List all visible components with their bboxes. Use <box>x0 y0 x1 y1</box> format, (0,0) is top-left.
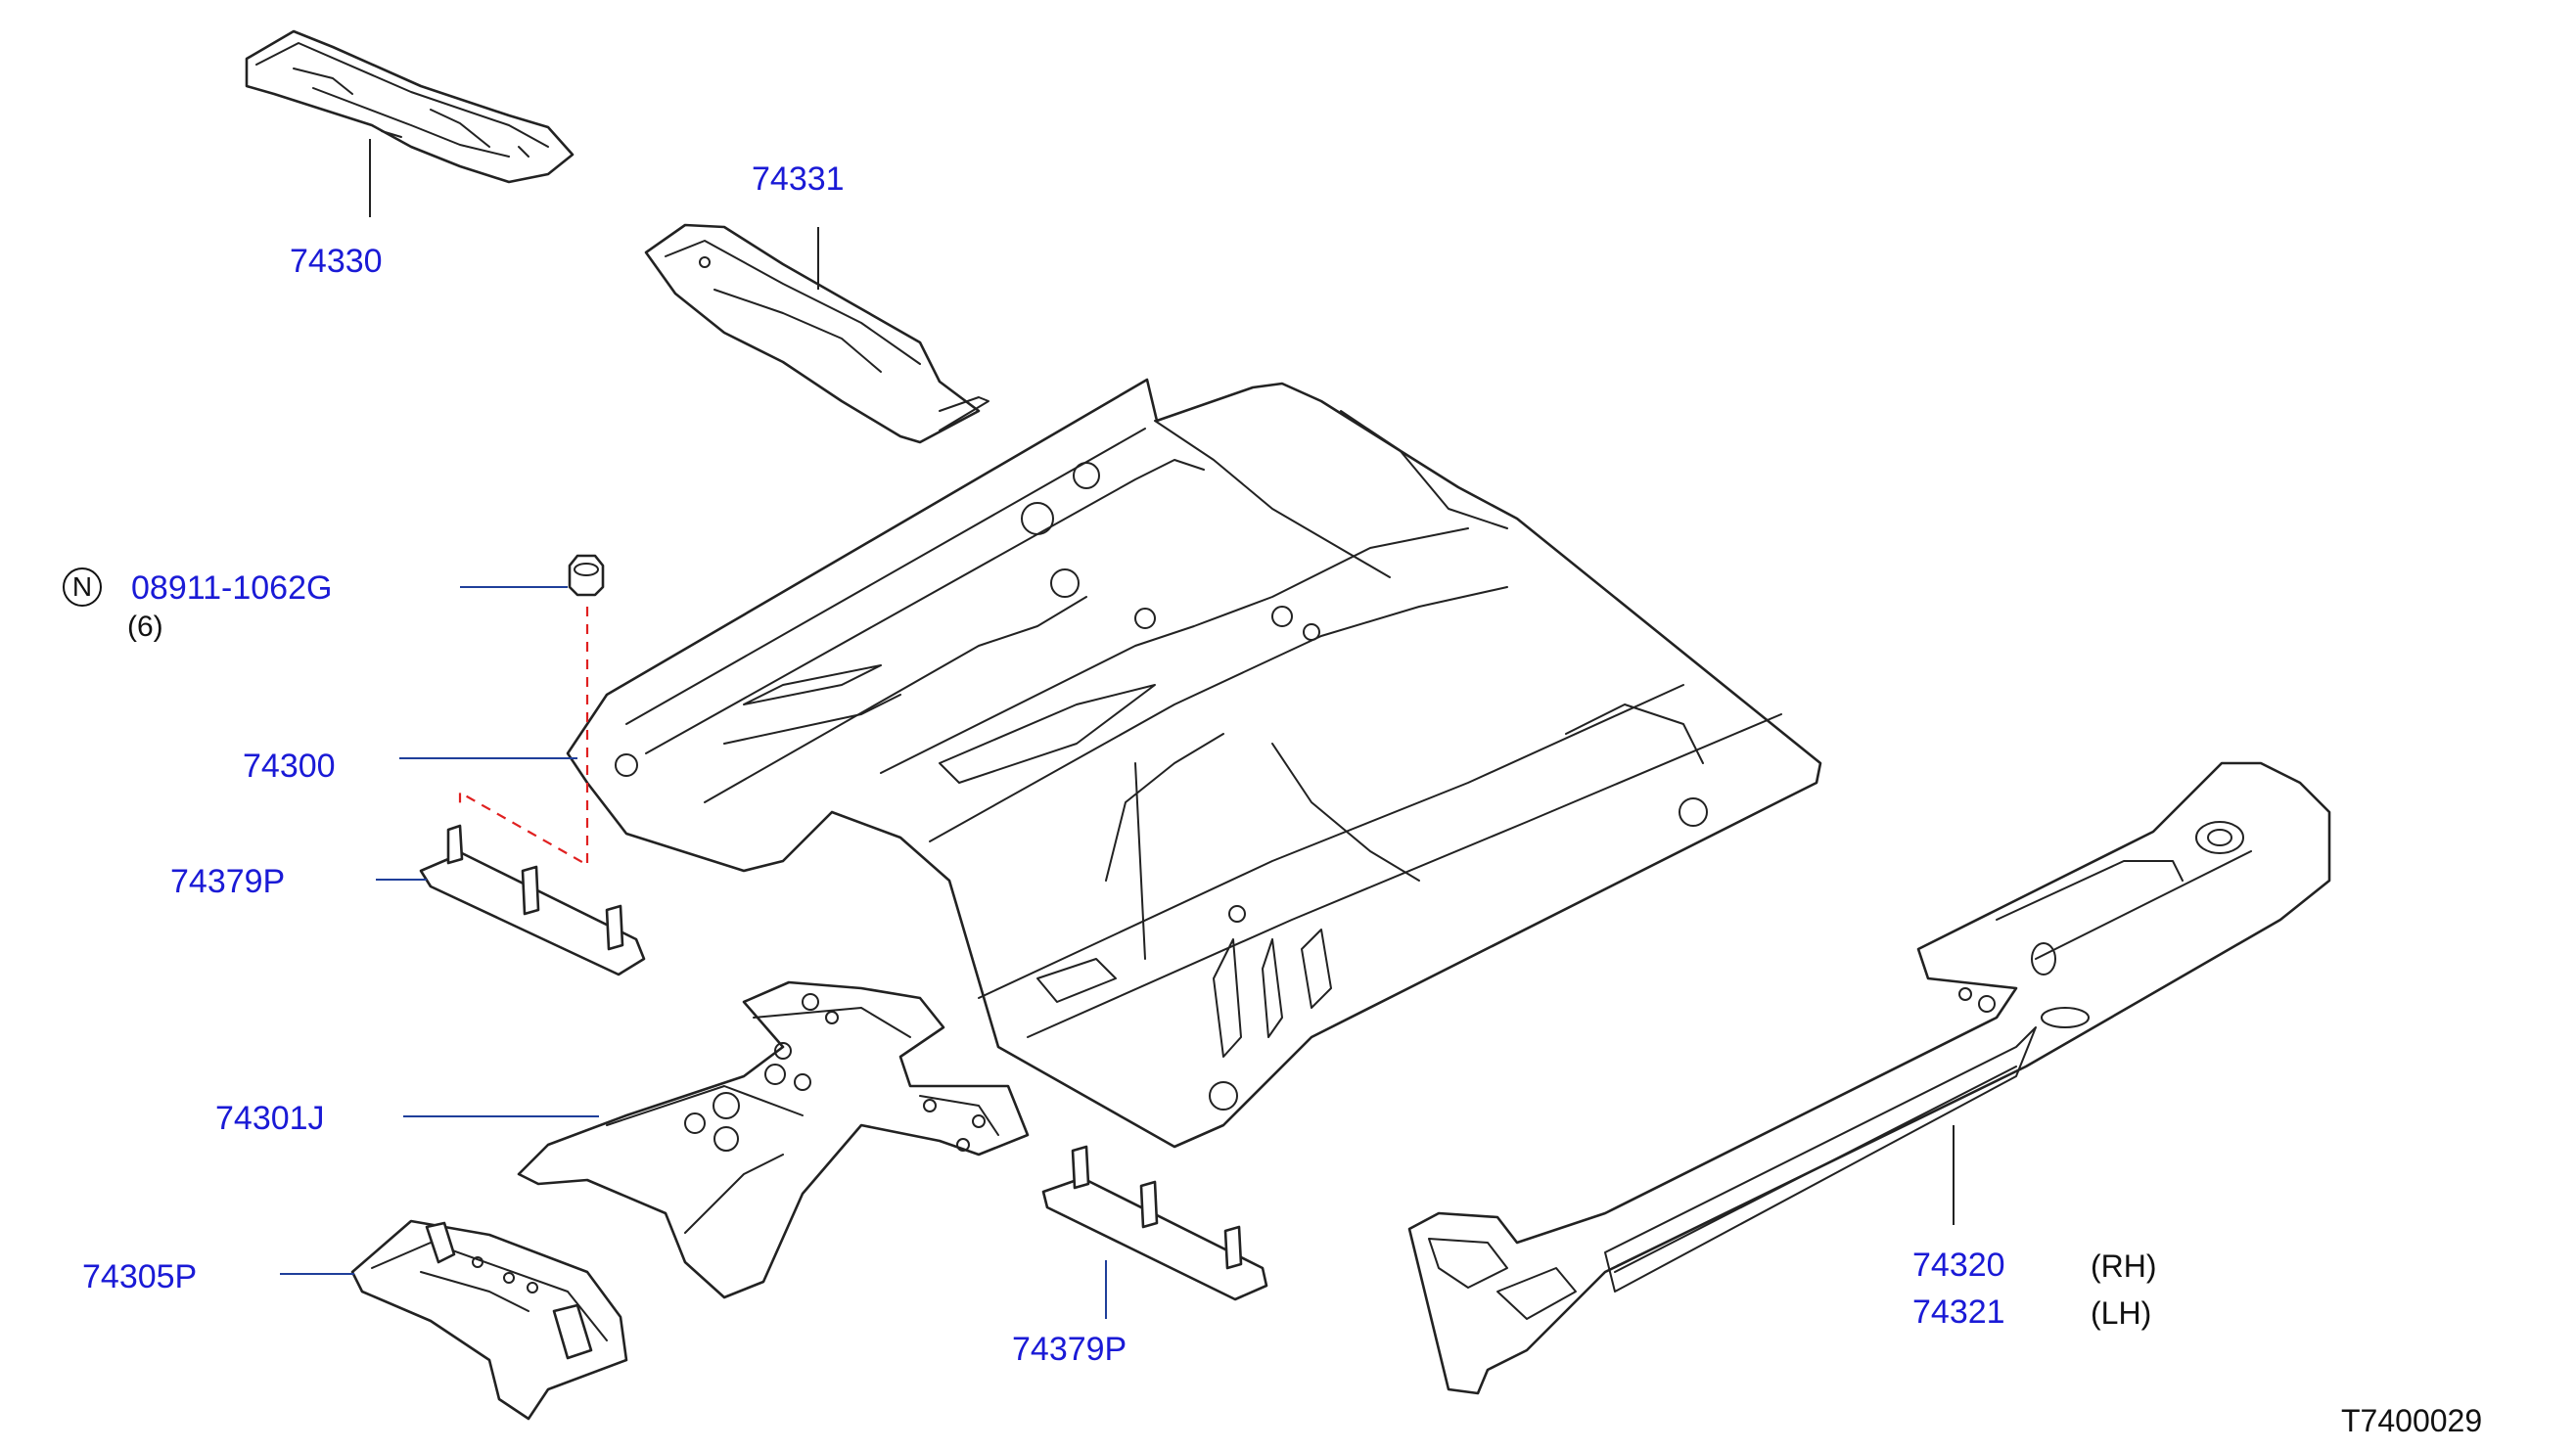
label-74321[interactable]: 74321 <box>1912 1293 2005 1331</box>
circle-n-icon: N <box>63 567 102 607</box>
label-74330[interactable]: 74330 <box>290 243 383 280</box>
side-rh: (RH) <box>2091 1248 2157 1284</box>
part-74379P-stud-plate-lower[interactable] <box>1041 1145 1268 1301</box>
label-74379P-lower[interactable]: 74379P <box>1012 1331 1127 1368</box>
part-74331-member[interactable] <box>644 223 989 444</box>
nut-08911-1062G[interactable] <box>568 554 605 597</box>
label-74305P[interactable]: 74305P <box>82 1258 198 1295</box>
label-74300[interactable]: 74300 <box>243 748 336 785</box>
drawing-id: T7400029 <box>2341 1403 2483 1438</box>
label-08911-1062G[interactable]: 08911-1062G <box>131 569 333 607</box>
part-74301J-cross-member[interactable] <box>517 980 1030 1299</box>
part-74300-floor-panel[interactable] <box>566 378 1822 1149</box>
label-74320[interactable]: 74320 <box>1912 1247 2005 1284</box>
label-74331[interactable]: 74331 <box>752 160 845 198</box>
part-74305P-bracket[interactable] <box>350 1219 628 1421</box>
part-74320-74321-side-sill[interactable] <box>1407 761 2331 1395</box>
side-lh: (LH) <box>2091 1295 2152 1331</box>
part-74379P-stud-plate-upper[interactable] <box>419 824 646 976</box>
marker-n-letter: N <box>71 571 93 602</box>
label-74301J[interactable]: 74301J <box>215 1100 325 1137</box>
quantity-08911: (6) <box>127 611 163 643</box>
label-74379P-upper[interactable]: 74379P <box>170 863 286 900</box>
part-74330-bracket[interactable] <box>245 29 575 184</box>
